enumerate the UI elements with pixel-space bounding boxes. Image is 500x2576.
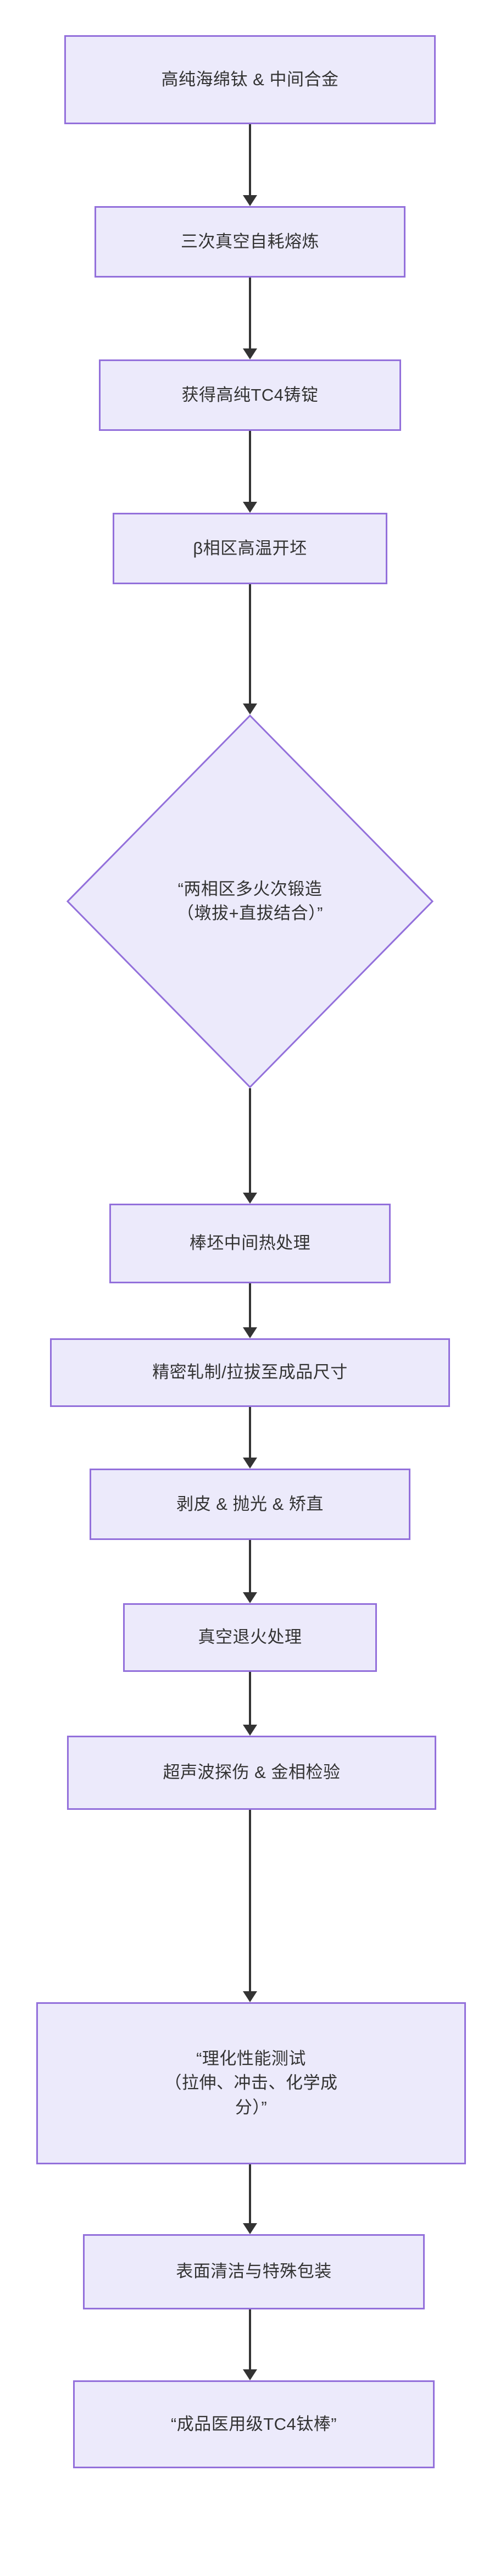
node-label: β相区高温开坯 [193, 538, 307, 558]
arrowhead-icon [243, 1327, 257, 1338]
arrowhead-icon [243, 1193, 257, 1204]
connector-arrow [249, 2164, 251, 2223]
connector-arrow [249, 1810, 251, 1991]
node-label: 精密轧制/拉拔至成品尺寸 [152, 1362, 348, 1382]
connector-arrow [249, 278, 251, 348]
node-label: “理化性能测试 （拉伸、冲击、化学成 分）” [164, 2049, 338, 2117]
connector-arrow [249, 1672, 251, 1725]
arrowhead-icon [243, 502, 257, 513]
arrowhead-icon [243, 703, 257, 714]
connector-arrow [249, 431, 251, 502]
connector-arrow [249, 1088, 251, 1193]
connector-arrow [249, 1540, 251, 1592]
arrowhead-icon [243, 1725, 257, 1736]
process-node[interactable]: 棒坯中间热处理 [109, 1204, 391, 1283]
diamond-shape [66, 714, 434, 1088]
arrowhead-icon [243, 2223, 257, 2234]
arrowhead-icon [243, 348, 257, 359]
node-label: 棒坯中间热处理 [189, 1233, 311, 1253]
decision-node[interactable]: “两相区多火次锻造 （墩拔+直拔结合）” [66, 714, 434, 1088]
node-label: 超声波探伤 & 金相检验 [163, 1763, 341, 1782]
process-node[interactable]: 精密轧制/拉拔至成品尺寸 [50, 1338, 450, 1407]
process-node[interactable]: 超声波探伤 & 金相检验 [67, 1736, 436, 1810]
process-node[interactable]: “理化性能测试 （拉伸、冲击、化学成 分）” [36, 2002, 466, 2164]
connector-arrow [249, 584, 251, 703]
process-node[interactable]: “成品医用级TC4钛棒” [73, 2380, 435, 2468]
process-node[interactable]: 高纯海绵钛 & 中间合金 [64, 35, 436, 124]
node-label: “成品医用级TC4钛棒” [170, 2414, 337, 2434]
connector-arrow [249, 1407, 251, 1458]
process-node[interactable]: 三次真空自耗熔炼 [95, 206, 405, 278]
node-label: 获得高纯TC4铸锭 [181, 385, 319, 405]
process-node[interactable]: 真空退火处理 [123, 1603, 377, 1672]
connector-arrow [249, 124, 251, 195]
connector-arrow [249, 2309, 251, 2369]
node-label: 表面清洁与特殊包装 [176, 2262, 332, 2281]
process-node[interactable]: 剥皮 & 抛光 & 矫直 [90, 1469, 410, 1540]
node-label: 剥皮 & 抛光 & 矫直 [176, 1494, 324, 1514]
arrowhead-icon [243, 1458, 257, 1469]
arrowhead-icon [243, 1991, 257, 2002]
arrowhead-icon [243, 2369, 257, 2380]
process-node[interactable]: 获得高纯TC4铸锭 [99, 359, 401, 431]
node-label: 真空退火处理 [198, 1627, 302, 1647]
node-label: 三次真空自耗熔炼 [181, 231, 319, 251]
process-node[interactable]: β相区高温开坯 [113, 513, 387, 584]
arrowhead-icon [243, 195, 257, 206]
process-node[interactable]: 表面清洁与特殊包装 [83, 2234, 425, 2309]
arrowhead-icon [243, 1592, 257, 1603]
connector-arrow [249, 1283, 251, 1327]
node-label: 高纯海绵钛 & 中间合金 [161, 69, 339, 89]
